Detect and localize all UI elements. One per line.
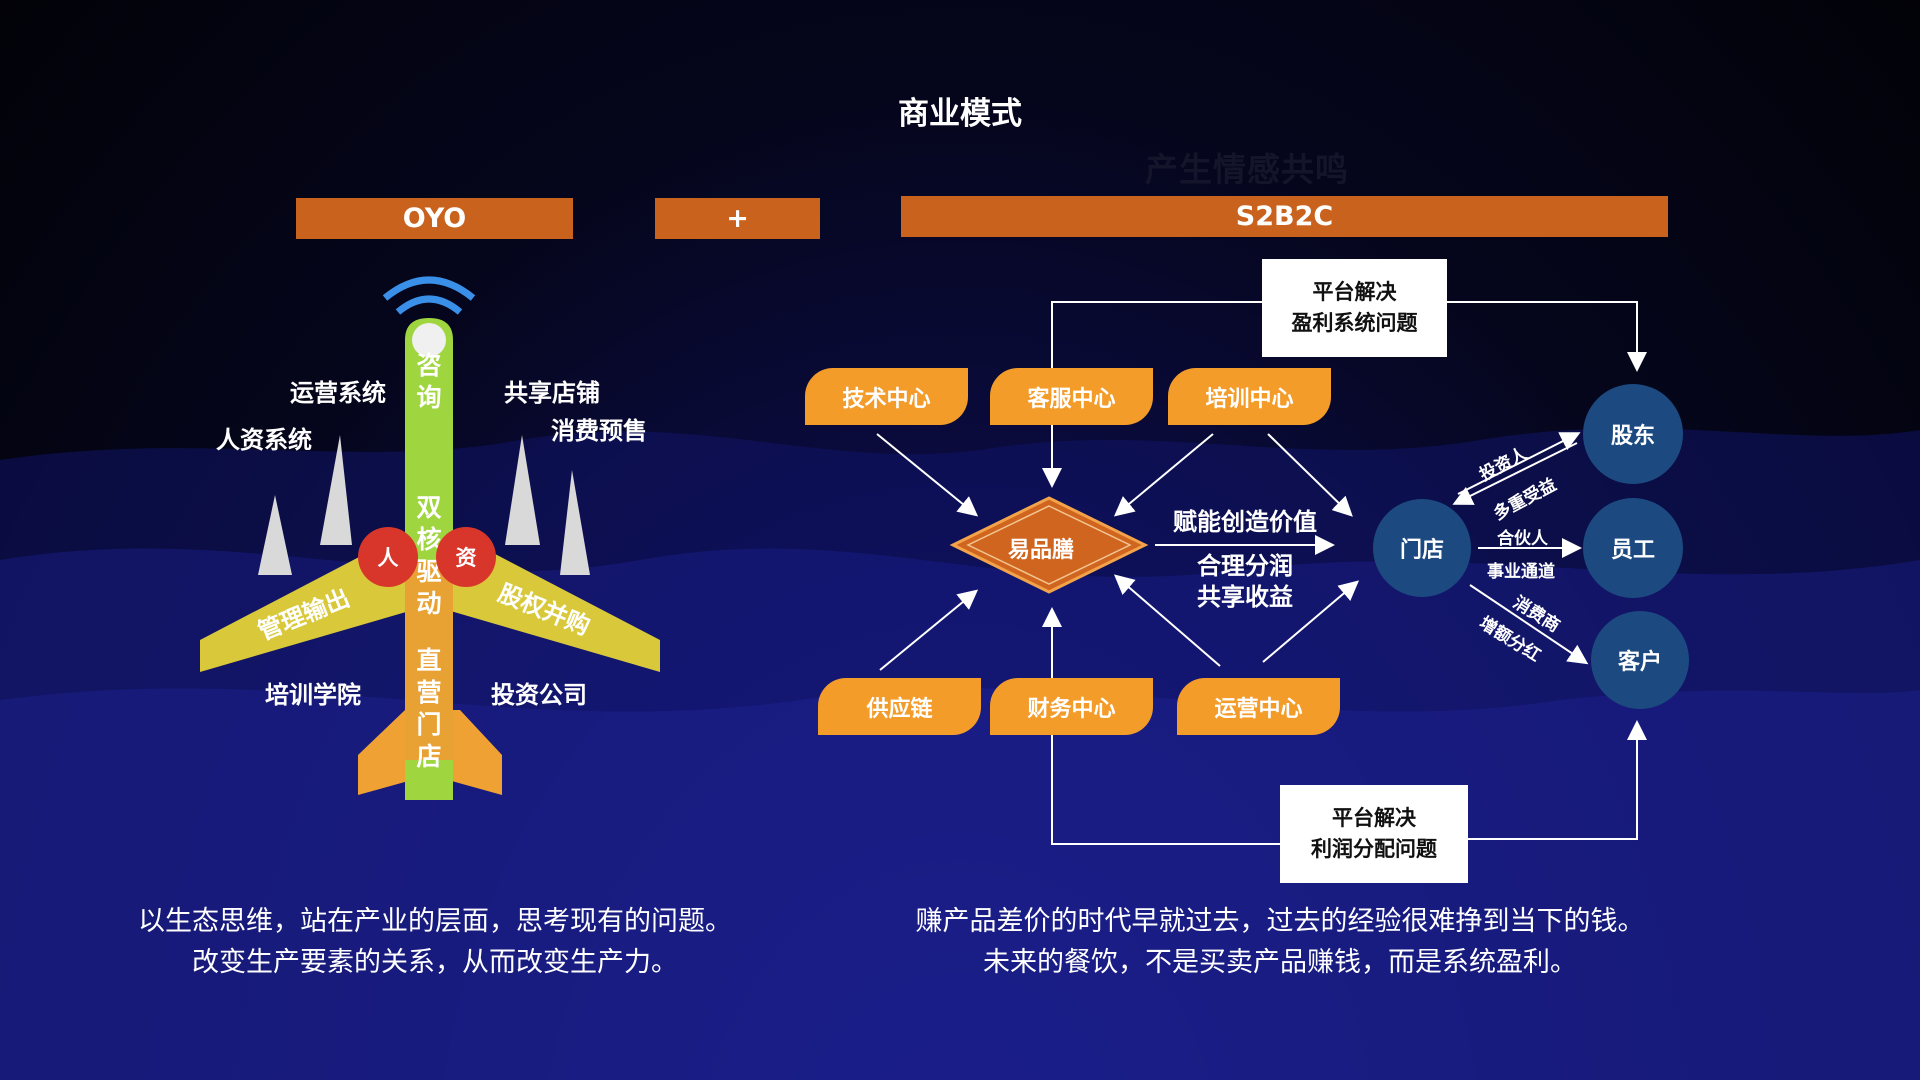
top-note-line-1: 平台解决 [1312,280,1397,304]
label-shared-store: 共享店铺 [504,379,600,407]
top-note-line-2: 盈利系统问题 [1291,311,1418,335]
diamond-label: 易品膳 [1008,538,1075,563]
ghost-heading: 产生情感共鸣 [1145,150,1349,189]
box-training-center: 培训中心 [1168,368,1331,425]
label-hr-system: 人资系统 [216,426,312,454]
box-supply-chain: 供应链 [818,678,981,735]
nose-light [412,323,446,357]
customer-circle: 客户 [1591,611,1689,709]
box-tech-center: 技术中心 [805,368,968,425]
page-title: 商业模式 [898,96,1022,132]
red-circle-people: 人 [358,527,418,587]
signal-arc-inner [395,295,463,315]
left-caption-line-1: 以生态思维，站在产业的层面，思考现有的问题。 [138,906,732,937]
left-caption-line-2: 改变生产要素的关系，从而改变生产力。 [192,947,678,978]
top-note-box: 平台解决 盈利系统问题 [1262,259,1447,357]
oyo-bar: OYO [296,198,573,239]
tail-text: 直营门店 [416,646,442,771]
bottom-note-box: 平台解决 利润分配问题 [1280,785,1468,883]
edge-partner: 合伙人 [1497,529,1548,549]
diamond-shape [949,496,1149,594]
staff-circle: 员工 [1583,498,1683,598]
share-label-2: 共享收益 [1197,583,1293,611]
bottom-note-line-1: 平台解决 [1332,806,1416,830]
box-finance-center: 财务中心 [990,678,1153,735]
missiles [258,435,590,575]
store-circle: 门店 [1373,499,1471,597]
left-caption: 以生态思维，站在产业的层面，思考现有的问题。 改变生产要素的关系，从而改变生产力… [125,901,745,983]
s2b2c-bar: S2B2C [901,196,1668,237]
box-service-center: 客服中心 [990,368,1153,425]
right-caption-line-2: 未来的餐饮，不是买卖产品赚钱，而是系统盈利。 [983,947,1577,978]
label-invest-co: 投资公司 [491,681,587,709]
edge-career: 事业通道 [1487,562,1555,582]
right-caption: 赚产品差价的时代早就过去，过去的经验很难挣到当下的钱。 未来的餐饮，不是买卖产品… [890,901,1670,983]
empower-label: 赋能创造价值 [1173,508,1317,536]
plus-bar: + [655,198,820,239]
red-circle-capital: 资 [436,527,496,587]
share-label-1: 合理分润 [1197,552,1293,580]
fuselage-bottom [405,560,453,760]
shareholder-circle: 股东 [1583,384,1683,484]
signal-arc-outer [382,276,476,301]
right-caption-line-1: 赚产品差价的时代早就过去，过去的经验很难挣到当下的钱。 [915,906,1645,937]
box-ops-center: 运营中心 [1177,678,1340,735]
bottom-note-line-2: 利润分配问题 [1311,837,1437,861]
label-ops-system: 运营系统 [290,379,386,407]
label-presale: 消费预售 [551,417,647,445]
nose-text: 咨询 [416,351,442,412]
label-academy: 培训学院 [265,681,361,709]
